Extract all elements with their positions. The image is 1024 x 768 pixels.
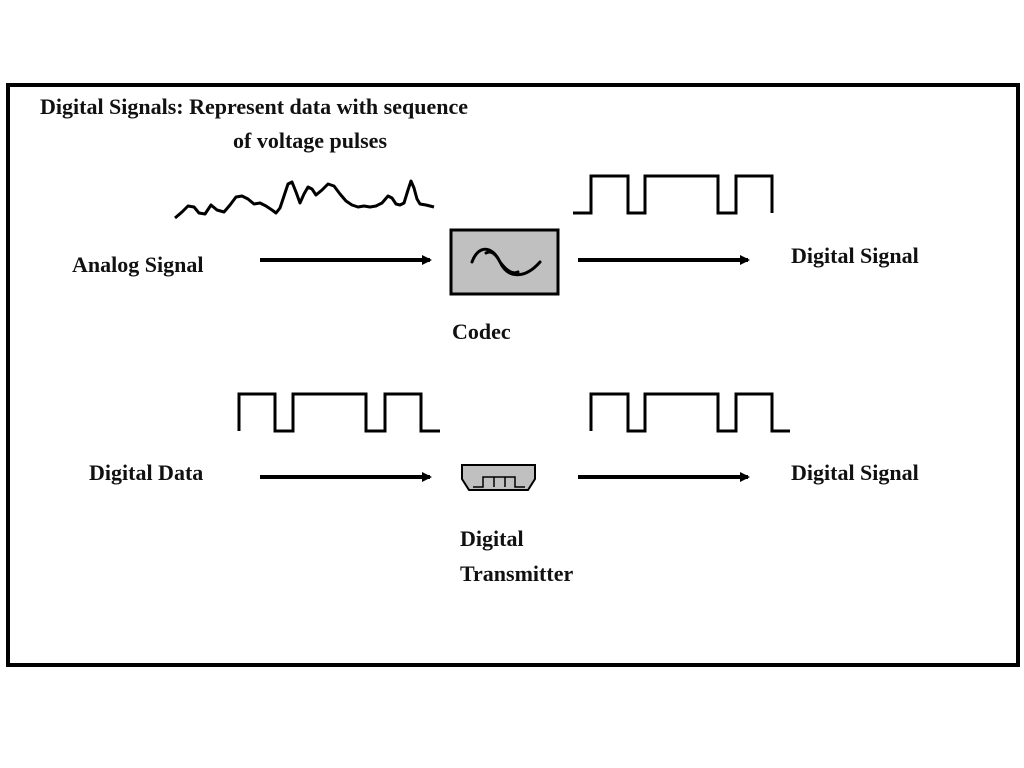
digital-signal-output-label-top: Digital Signal [791, 243, 919, 268]
transmitter-box [461, 464, 536, 491]
analog-waveform [174, 179, 435, 220]
title-line-1: Digital Signals: Represent data with seq… [40, 94, 468, 119]
digital-data-label: Digital Data [89, 460, 204, 485]
digital-pulse-top-right [573, 174, 774, 215]
title-line-2: of voltage pulses [233, 128, 387, 153]
codec-label: Codec [452, 319, 511, 344]
digital-signal-output-label-bottom: Digital Signal [791, 460, 919, 485]
digital-pulse-bottom-right [589, 392, 790, 433]
slide-frame [6, 83, 1020, 667]
codec-box [449, 228, 560, 296]
transmitter-label-line-2: Transmitter [460, 561, 574, 586]
codec-symbol-icon [470, 247, 542, 277]
transmitter-pulse-icon [473, 476, 525, 488]
analog-signal-label: Analog Signal [72, 252, 204, 277]
digital-pulse-bottom-left [237, 392, 440, 433]
transmitter-label-line-1: Digital [460, 526, 524, 551]
